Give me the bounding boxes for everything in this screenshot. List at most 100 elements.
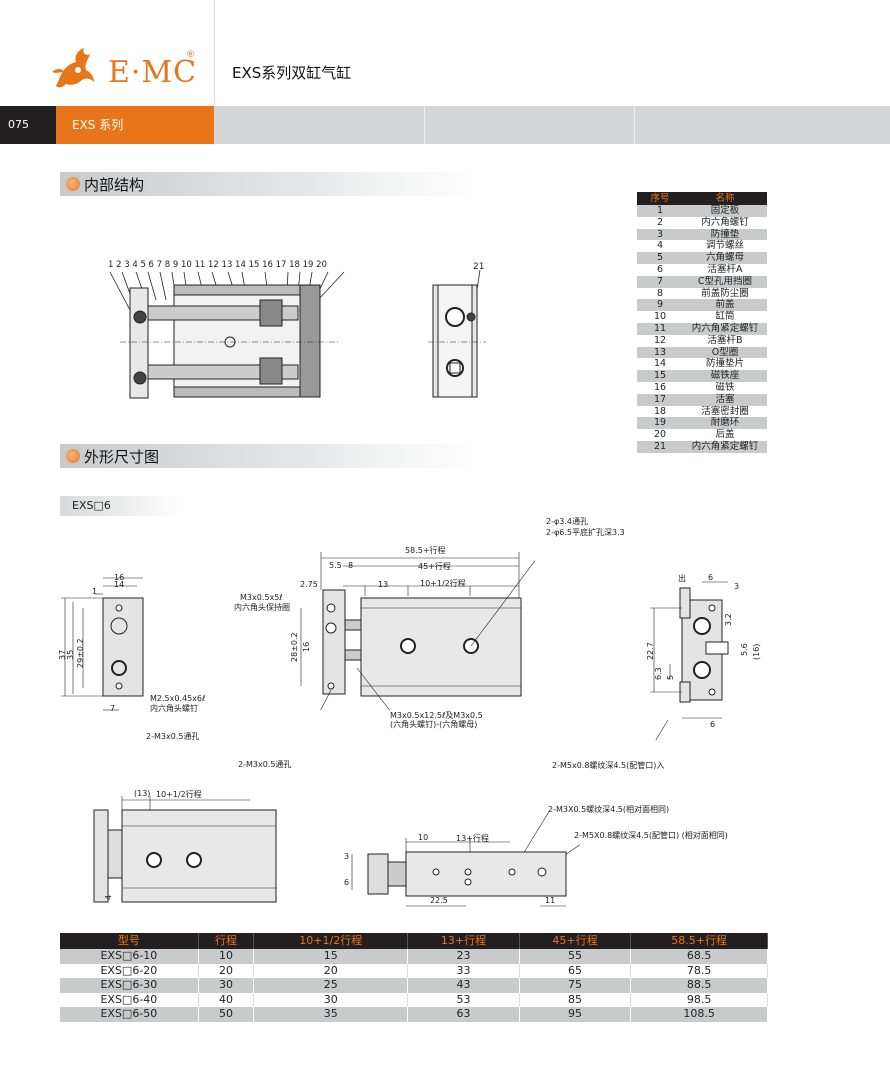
- dimension-cell: 25: [253, 978, 409, 993]
- part-name: 内六角紧定螺钉: [683, 322, 767, 335]
- dimension-cell: 88.5: [630, 978, 768, 993]
- part-name: O型圈: [683, 346, 767, 359]
- dim-10-half-stroke: 10+1/2行程: [420, 579, 466, 588]
- horse-logo-icon: [52, 48, 94, 88]
- part-name: C型孔用挡圈: [683, 275, 767, 288]
- dims-header: 行程: [198, 933, 255, 949]
- part-name: 调节螺丝: [683, 240, 767, 253]
- model-cell: EXS□6-10: [60, 949, 199, 964]
- dimension-cell: 75: [519, 978, 632, 993]
- extended-side-view-drawing: [93, 796, 277, 903]
- part-name: 磁铁座: [683, 370, 767, 382]
- dimension-cell: 108.5: [630, 1007, 768, 1022]
- bar-divider: [634, 106, 635, 144]
- part-number: 7: [637, 275, 683, 288]
- dim-13-paren: (13): [134, 789, 151, 798]
- dimension-cell: 20: [198, 963, 255, 978]
- part-number: 6: [637, 263, 683, 276]
- series-bar: 075 EXS 系列: [0, 106, 890, 144]
- brand-name: E·MC: [108, 55, 198, 90]
- dim-10: 10: [418, 833, 429, 842]
- dim-3-top: 3: [344, 852, 350, 861]
- part-number: 14: [637, 358, 683, 371]
- dim-13: 13: [378, 580, 389, 589]
- part-number: 18: [637, 405, 683, 418]
- dims-header: 型号: [60, 933, 199, 949]
- dim-5-6: 5.6: [740, 643, 749, 656]
- section-external-dimensions: 外形尺寸图: [60, 444, 475, 468]
- side-view-drawing: [300, 552, 535, 710]
- screw-note: M3x0.5x12.5ℓ及M3x0.5: [390, 711, 483, 720]
- dims-header: 58.5+行程: [630, 933, 768, 949]
- model-cell: EXS□6-20: [60, 963, 199, 978]
- bullet-icon: [66, 449, 80, 463]
- thread-m3-note-2: 内六角头保持圈: [234, 603, 290, 612]
- model-cell: EXS□6-50: [60, 1007, 199, 1022]
- model-cell: EXS□6-40: [60, 992, 199, 1007]
- dimension-cell: 15: [253, 949, 409, 964]
- part-name: 前盖防尘圈: [683, 287, 767, 300]
- part-number: 1: [637, 205, 683, 217]
- section-title: 内部结构: [84, 176, 145, 194]
- part-number-callouts: 1 2 3 4 5 6 7 8 9 10 11 12 13 14 15 16 1…: [108, 260, 327, 270]
- screw-note-2: (六角头螺钉)-(六角螺母): [390, 720, 478, 729]
- dimension-cell: 40: [198, 992, 255, 1007]
- dims-header: 13+行程: [407, 933, 520, 949]
- dimension-cell: 78.5: [630, 963, 768, 978]
- model-label: EXS□6: [60, 496, 180, 516]
- part-name: 内六角螺钉: [683, 216, 767, 229]
- brand-logo-area: E·MC ®: [0, 0, 215, 106]
- dim-5: 5: [666, 674, 675, 680]
- counterbore-note: 2-φ6.5平底扩孔深3.3: [546, 528, 625, 537]
- part-name: 缸筒: [683, 311, 767, 323]
- part-name: 活塞杆A: [683, 263, 767, 276]
- thread-m3-note: M3x0.5x5ℓ: [240, 593, 283, 602]
- rear-view-drawing: [650, 581, 729, 740]
- part-name: 活塞密封圈: [683, 405, 767, 418]
- through-hole-note: 2-φ3.4通孔: [546, 517, 588, 526]
- part-name: 防撞垫: [683, 228, 767, 241]
- dimension-cell: 63: [407, 1007, 520, 1022]
- part-number: 10: [637, 311, 683, 323]
- port-out-label: 出: [678, 574, 686, 583]
- dimension-cell: 10: [198, 949, 255, 964]
- part-number: 4: [637, 240, 683, 253]
- part-name: 前盖: [683, 299, 767, 312]
- section-internal-structure: 内部结构: [60, 172, 475, 196]
- dim-13-stroke: 13+行程: [456, 834, 489, 843]
- dim-45-stroke: 45+行程: [418, 562, 451, 571]
- part-name: 磁铁: [683, 381, 767, 394]
- front-view-drawing: [61, 577, 144, 711]
- registered-mark: ®: [186, 50, 195, 60]
- dimension-cell: 23: [407, 949, 520, 964]
- model-cell: EXS□6-30: [60, 978, 199, 993]
- part-number: 20: [637, 429, 683, 441]
- part-name: 固定板: [683, 205, 767, 217]
- part-number: 15: [637, 370, 683, 382]
- part-number: 17: [637, 393, 683, 406]
- dim-11: 11: [545, 896, 556, 905]
- dim-16-rear: (16): [752, 643, 761, 660]
- dimension-cell: 35: [253, 1007, 409, 1022]
- port-note: 2-M3x0.5通孔: [146, 732, 200, 741]
- part-number: 3: [637, 228, 683, 241]
- part-number: 12: [637, 334, 683, 347]
- parts-header-name: 名称: [683, 192, 767, 205]
- dim-1: 1: [92, 587, 98, 596]
- dimension-cell: 55: [519, 949, 632, 964]
